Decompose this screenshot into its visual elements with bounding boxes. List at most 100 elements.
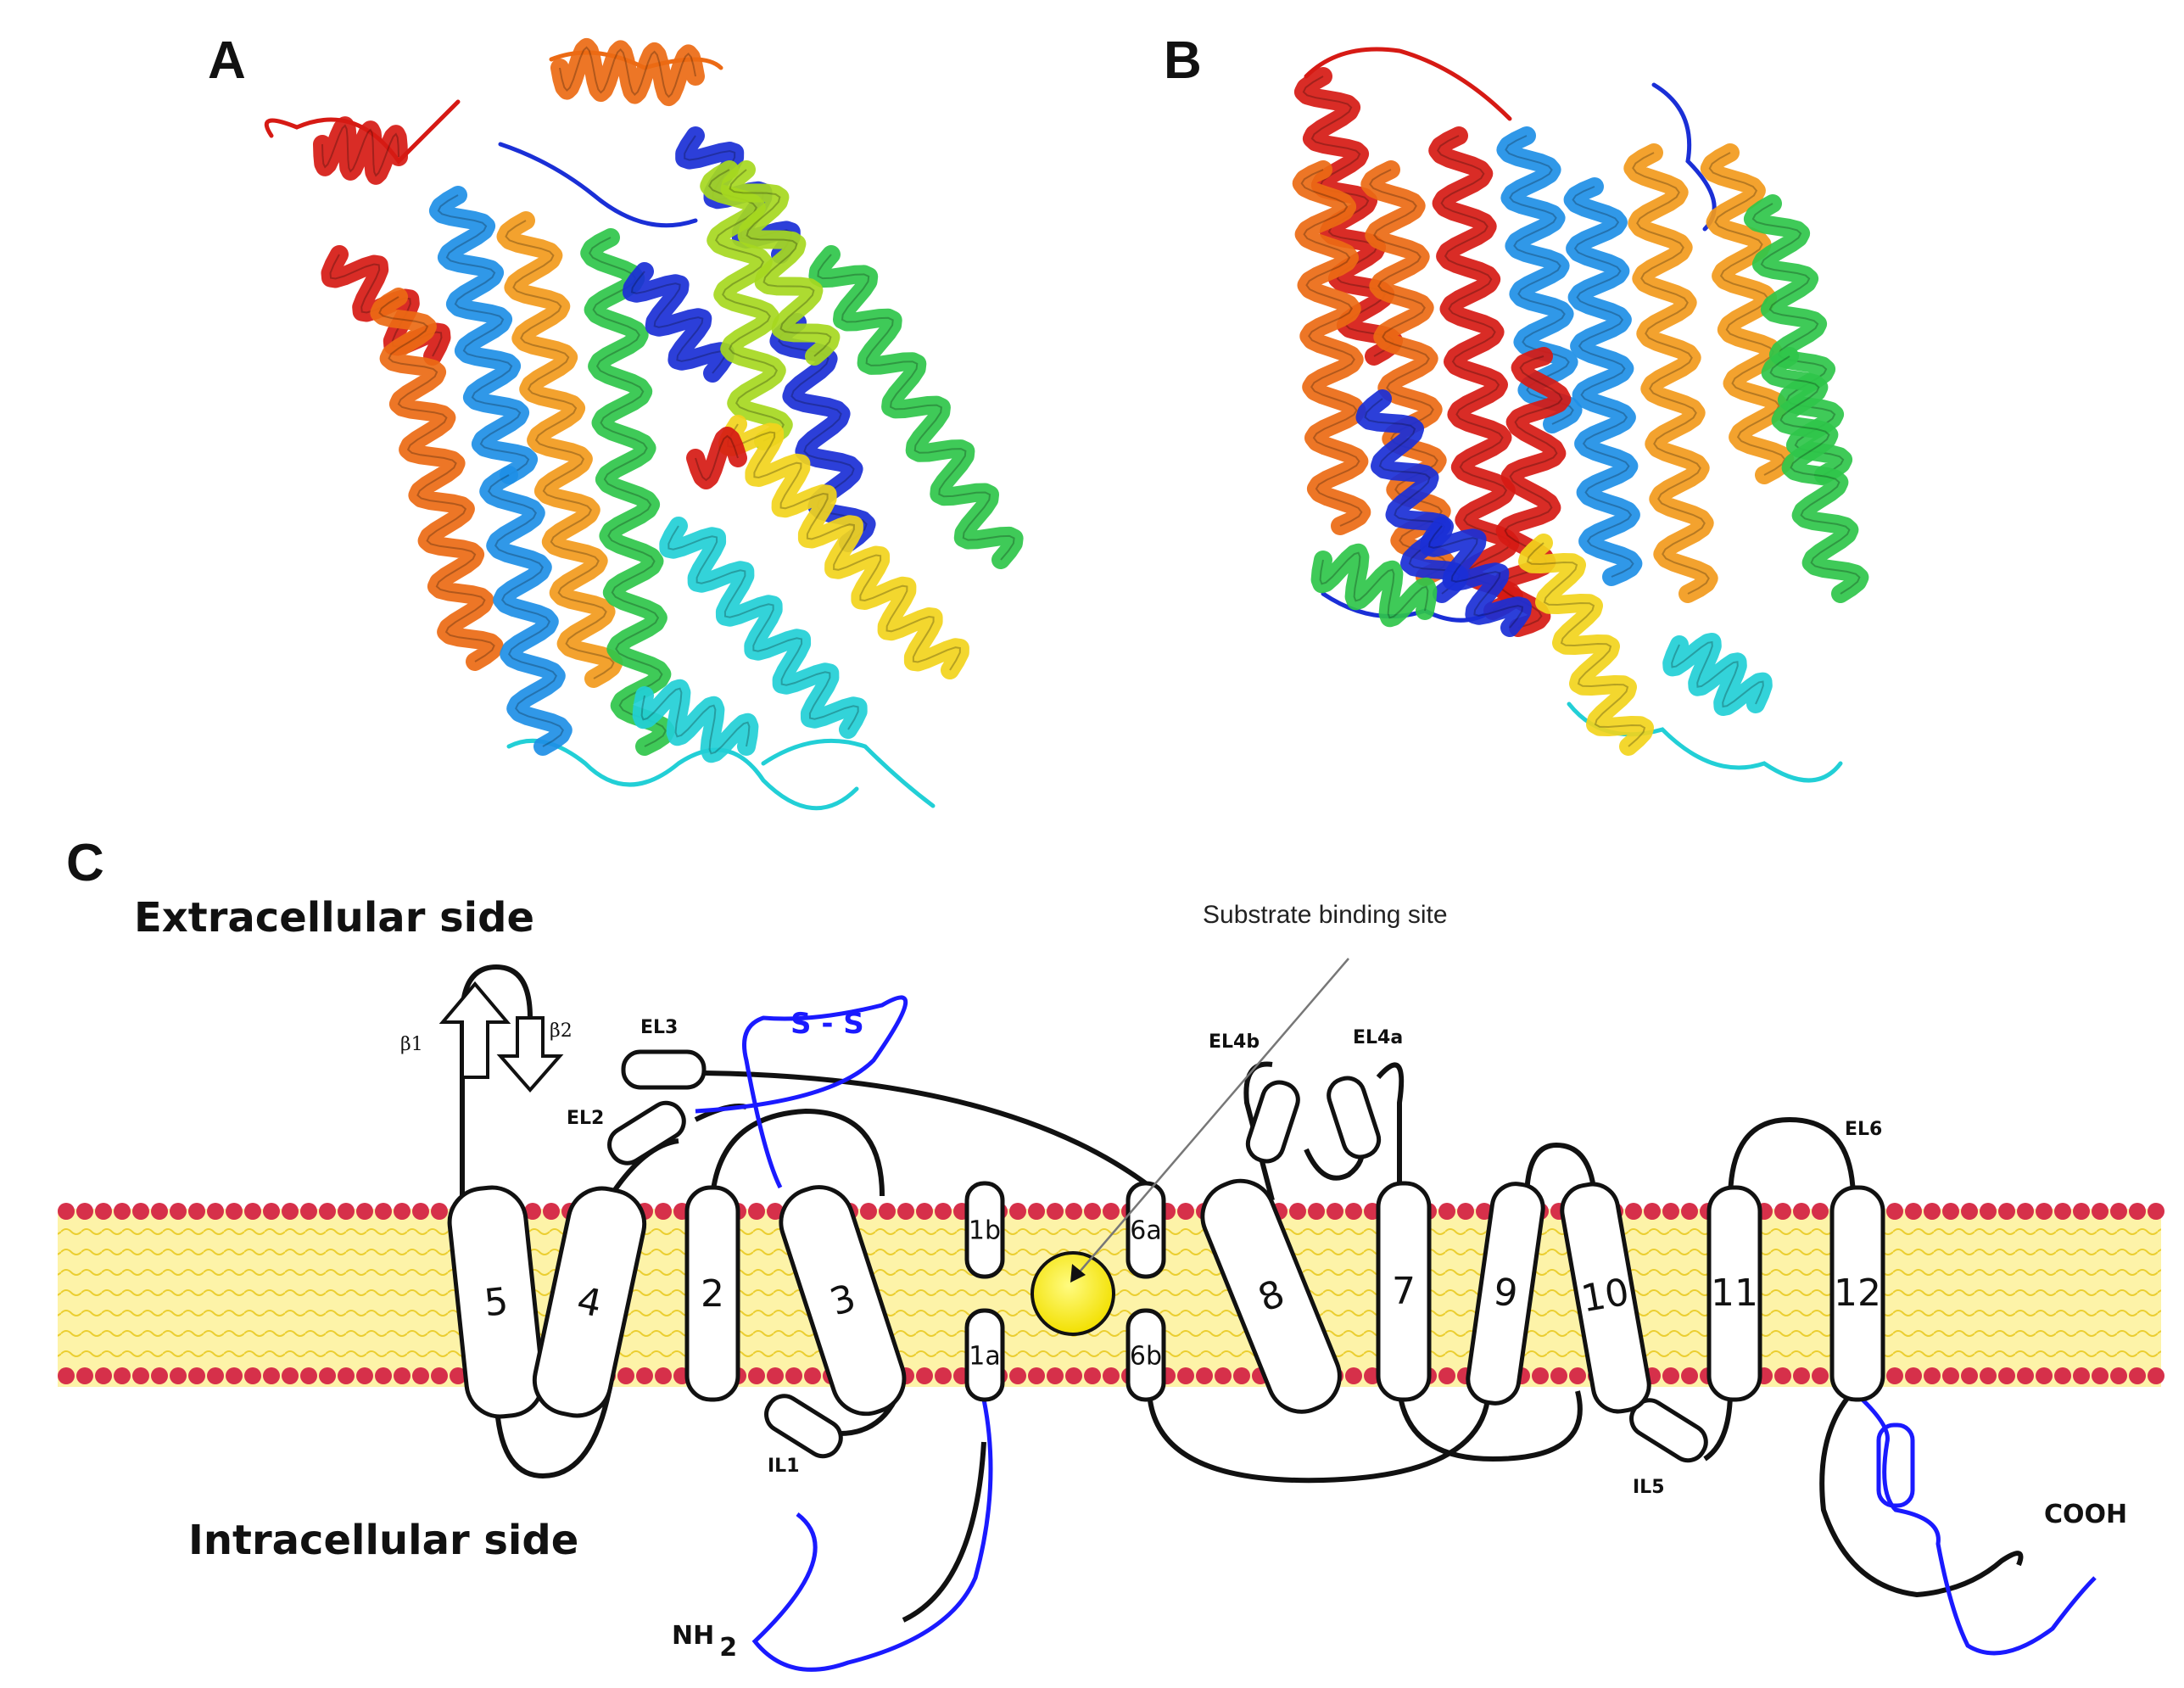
ribbon-helix — [1623, 143, 1718, 603]
lipid-head — [1532, 1367, 1549, 1384]
helix-5: 5 — [447, 1185, 545, 1419]
ribbon-helix — [428, 186, 539, 484]
lipid-head — [1961, 1203, 1978, 1220]
lipid-head — [1942, 1367, 1959, 1384]
lipid-head — [804, 1367, 821, 1384]
lipid-head — [207, 1203, 224, 1220]
lipid-head — [1550, 1367, 1567, 1384]
ribbon-helix — [1761, 347, 1869, 603]
lipid-head — [1084, 1367, 1101, 1384]
ribbon-helix-edge — [559, 46, 696, 98]
helix-5-label: 5 — [482, 1280, 510, 1326]
loop-el3-6a — [703, 1070, 1164, 1199]
helix-8-body — [1200, 1178, 1342, 1414]
pointer-line — [1075, 958, 1349, 1277]
lipid-head — [2092, 1367, 2109, 1384]
lipid-head — [1084, 1203, 1101, 1220]
c-terminal-blue-segment — [1852, 1389, 2097, 1656]
panel-a-ribbon-structure — [264, 37, 1024, 811]
lipid-head — [1345, 1203, 1362, 1220]
loop-el4a-7 — [1376, 1062, 1405, 1200]
helix-1a-label: 1a — [969, 1342, 1000, 1372]
ribbon-helix — [1662, 633, 1773, 716]
loop-n-terminus — [902, 1441, 986, 1623]
lipid-head — [543, 1203, 560, 1220]
lipid-head — [319, 1203, 336, 1220]
lipid-head — [2073, 1203, 2090, 1220]
panel-c-letter: C — [66, 834, 104, 892]
lipid-head — [1625, 1203, 1642, 1220]
lipid-head — [1812, 1203, 1829, 1220]
ribbon-helix-edge — [1369, 169, 1447, 578]
lipid-head — [412, 1367, 429, 1384]
ribbon-helix — [1420, 517, 1532, 637]
el4a-label: EL4a — [1353, 1027, 1403, 1048]
ribbon-helix-edge — [1769, 355, 1861, 595]
helix-1a: 1a — [964, 1308, 1005, 1402]
ribbon-helix-edge — [667, 525, 859, 730]
ribbon-helix — [720, 160, 841, 366]
lipid-head — [207, 1367, 224, 1384]
ribbon-helix-edge — [505, 220, 615, 679]
lipid-head — [1662, 1367, 1679, 1384]
lipid-head — [1438, 1367, 1455, 1384]
ribbon-helix — [632, 679, 759, 763]
ribbon-helix — [1518, 534, 1654, 756]
loop-7-9-intracellular — [1397, 1390, 1583, 1462]
beta2-label: β2 — [550, 1020, 573, 1042]
loop-12-c-terminus — [1819, 1389, 2024, 1598]
lipid-head — [58, 1203, 75, 1220]
helix-8: 8 — [1200, 1178, 1342, 1414]
ribbon-helix-edge — [589, 237, 667, 747]
lipid-head — [1457, 1203, 1474, 1220]
transmembrane-helices: 5 4 2 3 1b 1a — [447, 1178, 1885, 1419]
lipid-head — [300, 1367, 317, 1384]
ribbon-helix — [1496, 126, 1583, 433]
lipid-head — [1065, 1203, 1082, 1220]
ribbon-helix — [1563, 177, 1643, 586]
lipid-head — [2110, 1367, 2127, 1384]
ribbon-helix-edge — [488, 474, 564, 747]
lipid-head — [244, 1367, 261, 1384]
helix-6a: 6a — [1126, 1181, 1166, 1279]
ribbon-coil — [264, 99, 461, 165]
ribbon-helix-edge — [437, 194, 530, 476]
blue-segments — [695, 995, 2097, 1672]
ribbon-helix — [479, 466, 573, 756]
lipid-head — [151, 1367, 168, 1384]
lipid-head — [1924, 1203, 1941, 1220]
ribbon-helix-edge — [1319, 551, 1429, 619]
lipid-head — [244, 1203, 261, 1220]
lipid-head — [338, 1203, 355, 1220]
substrate-site-label: Substrate binding site — [1203, 901, 1448, 929]
lipid-head — [375, 1367, 392, 1384]
helix-6a-label: 6a — [1130, 1216, 1161, 1246]
ribbon-helix-edge — [1632, 152, 1710, 595]
lipid-head — [450, 1367, 466, 1384]
panel-b: B — [1164, 31, 1869, 783]
lipid-head — [1103, 1203, 1120, 1220]
helix-11-body — [1706, 1185, 1762, 1402]
ribbon-coil — [498, 142, 698, 228]
il5-label: IL5 — [1633, 1477, 1665, 1498]
lipid-head — [263, 1367, 280, 1384]
lipid-head — [1980, 1367, 1997, 1384]
lipid-head — [1924, 1367, 1941, 1384]
lipid-head — [1681, 1367, 1698, 1384]
lipid-head — [2054, 1203, 2071, 1220]
el3-label: EL3 — [640, 1017, 678, 1038]
ribbon-helix — [1700, 143, 1795, 484]
lipid-head — [655, 1367, 672, 1384]
ribbon-helix — [1310, 543, 1438, 628]
lipid-head — [1327, 1203, 1343, 1220]
ribbon-helix — [550, 37, 705, 107]
lipid-head — [897, 1203, 914, 1220]
ribbon-helix-edge — [1526, 542, 1646, 747]
ribbon-helix — [808, 245, 1024, 569]
lipid-head — [2036, 1203, 2053, 1220]
lipid-head — [300, 1203, 317, 1220]
helix-1b-body — [964, 1181, 1005, 1279]
intracellular-label: Intracellular side — [188, 1517, 578, 1564]
lipid-head — [1009, 1367, 1026, 1384]
helix-10-label: 10 — [1578, 1271, 1633, 1322]
